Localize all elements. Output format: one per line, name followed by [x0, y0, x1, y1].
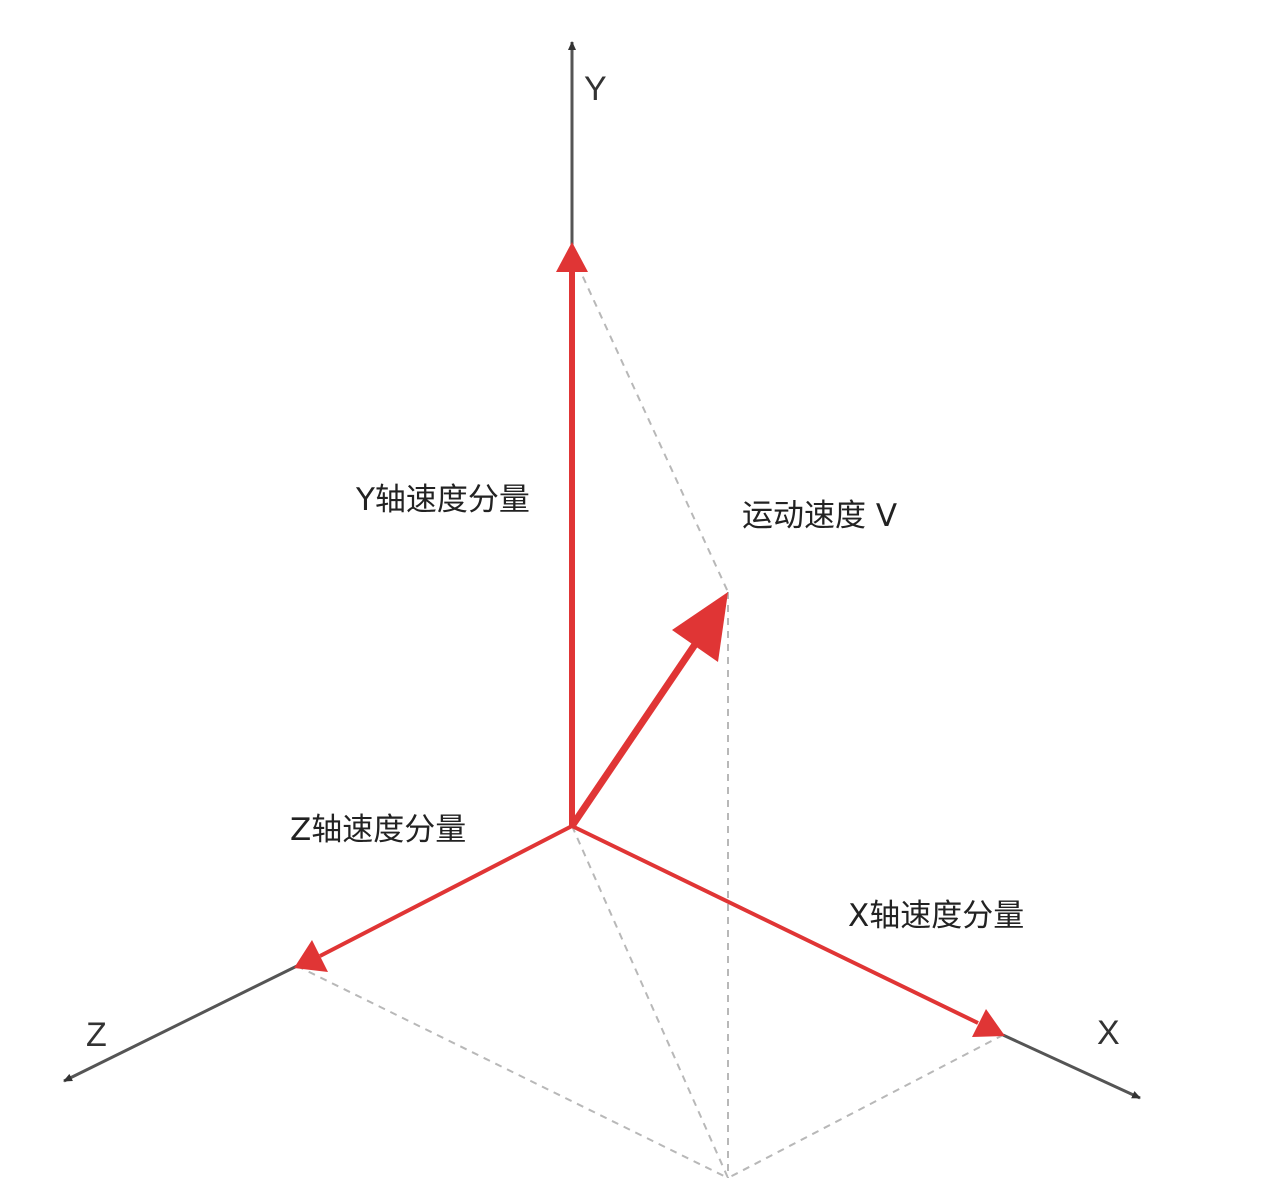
- guide-z-tip-to-floor: [296, 965, 729, 1179]
- z-component-label: Z轴速度分量: [290, 812, 466, 848]
- guide-origin-to-floor: [571, 825, 729, 1179]
- guide-y-tip-to-v-tip: [571, 252, 729, 593]
- z-component-arrow-head: [294, 940, 328, 972]
- y-component-arrow-head: [556, 242, 588, 272]
- z-axis: [63, 964, 298, 1083]
- coordinate-axes: [63, 41, 1141, 1100]
- projection-guides: [296, 252, 1004, 1179]
- y-component-label: Y轴速度分量: [355, 482, 530, 518]
- z-axis-label: Z: [86, 1016, 107, 1054]
- x-component-label: X轴速度分量: [848, 898, 1024, 934]
- component-vectors: [294, 242, 1005, 1037]
- guide-x-tip-to-floor: [727, 1034, 1004, 1179]
- y-axis-label: Y: [584, 70, 607, 108]
- velocity-arrow-head: [672, 592, 728, 662]
- velocity-arrow-shaft: [569, 638, 701, 828]
- velocity-label: 运动速度 V: [742, 498, 897, 534]
- x-axis-label: X: [1097, 1014, 1120, 1052]
- x-component-arrow-head: [972, 1009, 1005, 1037]
- x-axis: [1002, 1033, 1141, 1100]
- x-component-arrow-shaft: [571, 824, 979, 1025]
- z-component-arrow-shaft: [319, 824, 573, 958]
